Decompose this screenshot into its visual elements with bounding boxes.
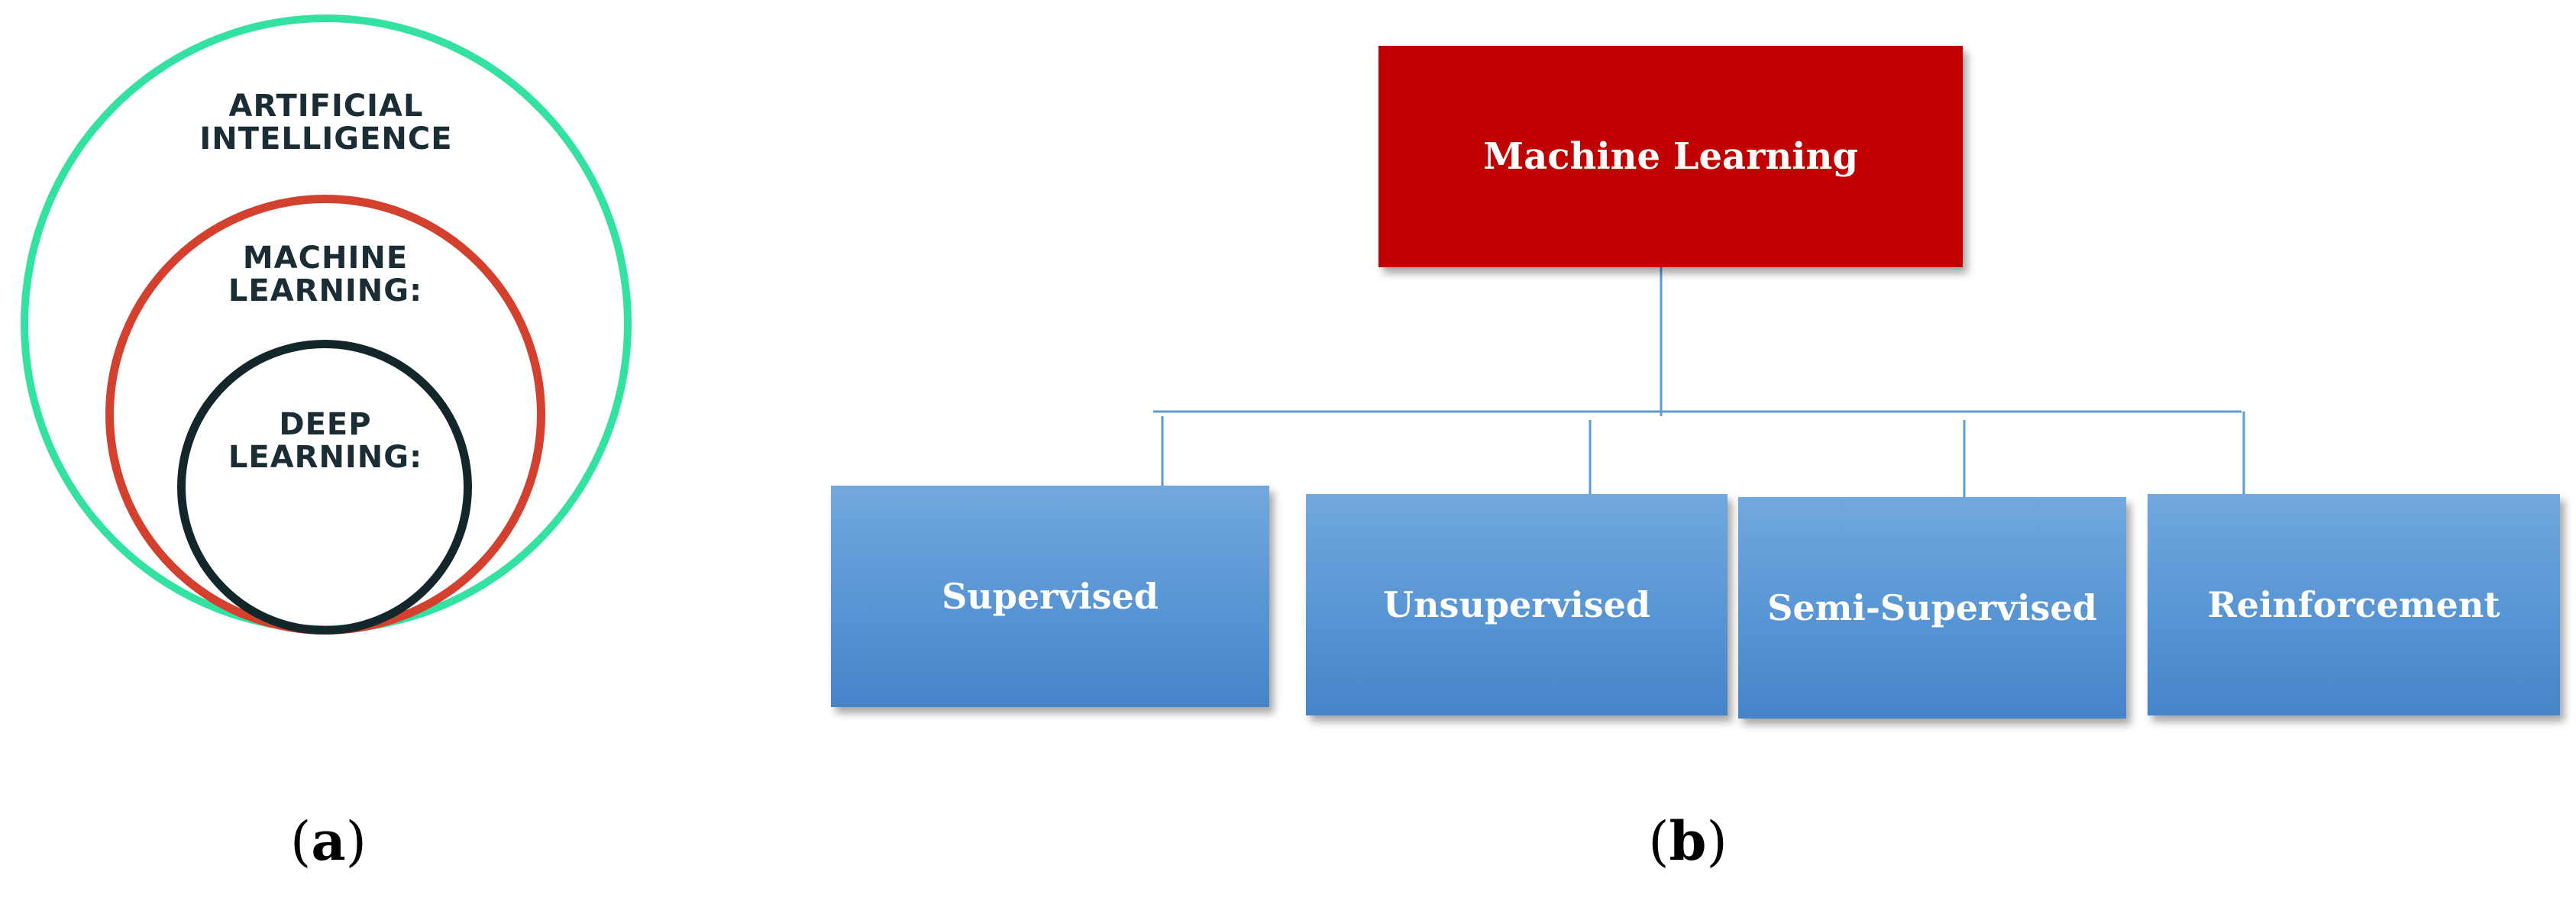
box-unsupervised-text: Unsupervised [1382, 584, 1651, 625]
box-supervised: Supervised [831, 486, 1269, 707]
box-semi-supervised-text: Semi-Supervised [1767, 587, 2097, 628]
box-reinforcement: Reinforcement [2148, 494, 2560, 715]
label-ai-line2: INTELLIGENCE [199, 121, 453, 157]
circle-deep-learning [177, 340, 472, 635]
panel-label-a: (a) [290, 809, 367, 873]
label-ml-line1: MACHINE [242, 241, 409, 276]
label-deep-learning: DEEP LEARNING: [173, 409, 478, 474]
box-machine-learning: Machine Learning [1378, 46, 1963, 267]
label-ai-line1: ARTIFICIAL [228, 89, 424, 124]
label-ml-line2: LEARNING: [228, 273, 423, 308]
box-unsupervised: Unsupervised [1306, 494, 1728, 715]
label-machine-learning: MACHINE LEARNING: [173, 242, 478, 308]
box-machine-learning-text: Machine Learning [1482, 135, 1858, 178]
label-artificial-intelligence: ARTIFICIAL INTELLIGENCE [97, 90, 555, 156]
box-reinforcement-text: Reinforcement [2207, 584, 2500, 625]
label-dl-line2: LEARNING: [228, 440, 423, 475]
label-dl-line1: DEEP [279, 407, 372, 442]
box-supervised-text: Supervised [942, 576, 1159, 617]
panel-label-b-letter: b [1669, 809, 1707, 873]
panel-label-a-letter: a [311, 809, 346, 873]
panel-a-venn: ARTIFICIAL INTELLIGENCE MACHINE LEARNING… [0, 0, 687, 901]
box-semi-supervised: Semi-Supervised [1738, 497, 2126, 719]
panel-label-b: (b) [1648, 809, 1728, 873]
